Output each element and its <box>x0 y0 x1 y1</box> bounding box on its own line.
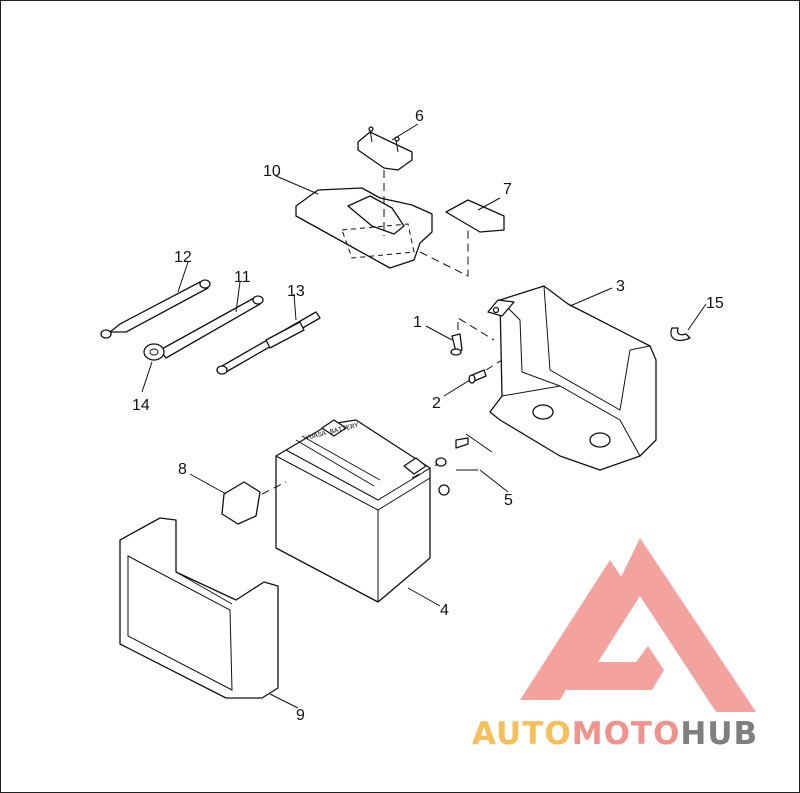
callout-14: 14 <box>132 397 150 414</box>
leader-lines <box>141 123 707 709</box>
part-5-terminal-hardware <box>435 433 493 496</box>
callout-2: 2 <box>432 395 441 412</box>
part-6-clip <box>357 126 413 171</box>
callout-8: 8 <box>178 461 187 478</box>
part-3-battery-tray <box>487 285 657 471</box>
part-8-label <box>221 481 261 525</box>
watermark-auto: AUTO <box>472 716 572 752</box>
part-4-battery: YUASA BATTERY <box>275 419 431 603</box>
watermark-triangle-icon <box>520 538 756 712</box>
assembly-line-2 <box>485 359 503 371</box>
watermark-logo: AUTOMOTOHUB <box>472 538 758 752</box>
callout-15: 15 <box>706 295 724 312</box>
callout-5: 5 <box>504 492 513 509</box>
part-11-battery-cable <box>159 295 264 359</box>
callout-6: 6 <box>415 108 424 125</box>
part-9-battery-cover <box>119 517 279 699</box>
part-7-pad <box>445 199 505 233</box>
callout-10: 10 <box>263 163 281 180</box>
part-14-terminal-boot <box>143 343 165 361</box>
callout-13: 13 <box>287 283 305 300</box>
callout-3: 3 <box>616 278 625 295</box>
callout-12: 12 <box>174 249 192 266</box>
assembly-line-1 <box>457 317 495 341</box>
part-2-screw <box>468 369 487 384</box>
part-12-battery-cable <box>100 279 211 339</box>
part-13-fuse-lead <box>216 311 321 375</box>
callout-1: 1 <box>413 314 422 331</box>
assembly-line-5 <box>411 463 439 479</box>
callout-labels: 6 7 10 3 15 1 2 12 11 13 14 8 5 4 9 <box>132 108 724 724</box>
watermark-moto: MOTO <box>572 716 681 752</box>
callout-9: 9 <box>296 707 305 724</box>
assembly-line-7 <box>419 226 469 277</box>
assembly-line-8 <box>261 481 287 495</box>
callout-7: 7 <box>503 181 512 198</box>
callout-11: 11 <box>234 269 251 286</box>
part-1-screw <box>450 333 463 356</box>
watermark-hub: HUB <box>680 716 758 752</box>
svg-text:AUTOMOTOHUB: AUTOMOTOHUB <box>472 716 758 752</box>
callout-4: 4 <box>440 602 449 619</box>
part-15-retainer-clip <box>670 327 691 342</box>
part-10-hold-down-cover <box>295 187 433 269</box>
